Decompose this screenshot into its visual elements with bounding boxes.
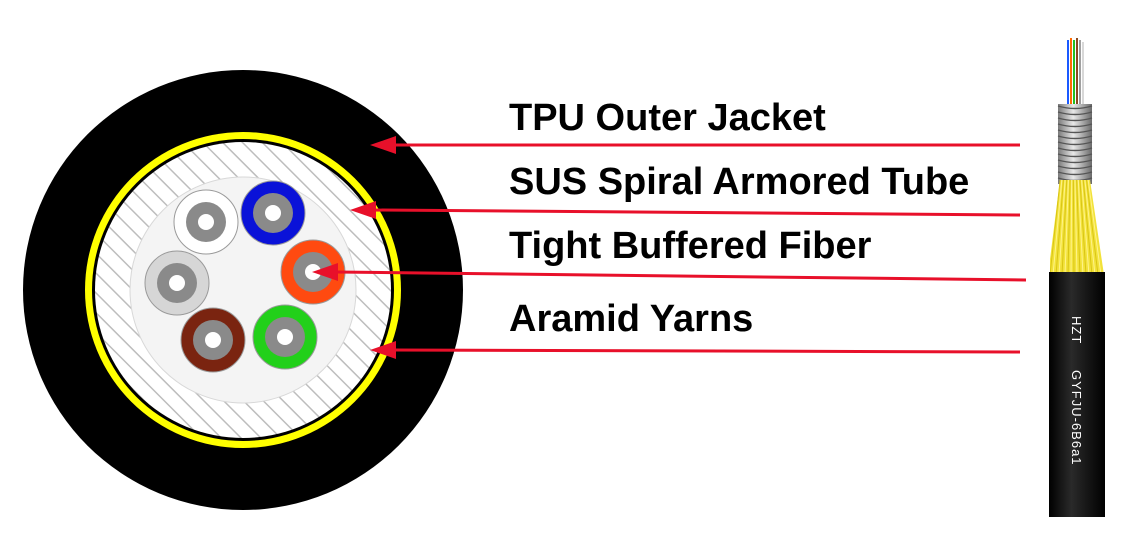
fiber-brown xyxy=(180,307,246,373)
label-tight-buffered-fiber: Tight Buffered Fiber xyxy=(509,225,872,267)
label-sus-spiral-armored-tube: SUS Spiral Armored Tube xyxy=(509,161,969,203)
exposed-fibers xyxy=(1067,38,1084,108)
arrow-head-tpu xyxy=(370,136,396,154)
labels: TPU Outer Jacket SUS Spiral Armored Tube… xyxy=(509,97,969,340)
arrows xyxy=(312,136,1027,359)
cable-print-model: GYFJU-6B6a1 xyxy=(1069,370,1084,466)
cable-print-brand: HZT xyxy=(1069,316,1084,344)
label-tpu-outer-jacket: TPU Outer Jacket xyxy=(509,97,826,139)
arrow-head-tight xyxy=(312,263,338,281)
aramid-yarn-section xyxy=(1050,180,1104,275)
arrow-head-sus xyxy=(350,201,376,219)
arrow-line-sus xyxy=(372,208,1021,217)
fiber-group xyxy=(144,180,346,373)
fiber-green xyxy=(252,304,318,370)
cable-side-view: HZT GYFJU-6B6a1 xyxy=(1049,38,1105,517)
label-aramid-yarns: Aramid Yarns xyxy=(509,298,753,340)
fiber-white xyxy=(173,189,239,255)
cable-jacket xyxy=(1049,272,1105,517)
fiber-blue xyxy=(240,180,306,246)
arrow-head-aramid xyxy=(370,341,396,359)
fiber-gray xyxy=(144,250,210,316)
arrow-line-tight xyxy=(335,270,1027,282)
cross-section xyxy=(23,70,463,510)
arrow-line-aramid xyxy=(392,348,1021,354)
